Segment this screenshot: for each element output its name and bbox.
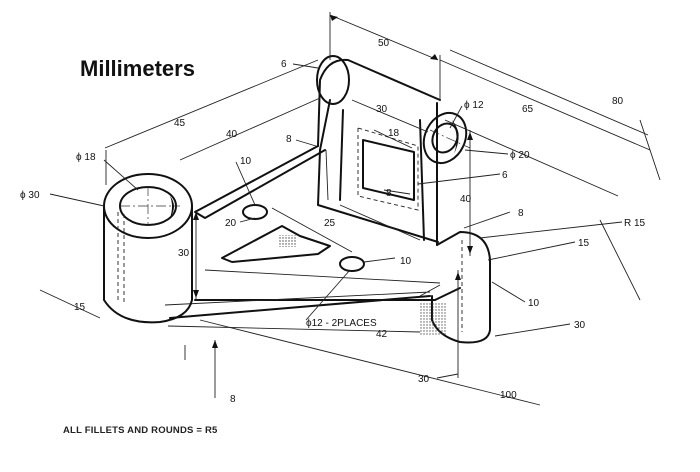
dim-30-cylinder: 30 <box>178 248 190 259</box>
dim-6-mid: 6 <box>502 170 508 181</box>
triangular-opening <box>221 225 331 263</box>
fillets-note: ALL FILLETS AND ROUNDS = R5 <box>63 425 218 436</box>
slot-outline <box>357 127 419 211</box>
dimension-labels: 50 80 6 30 65 45 40 18 8 ϕ 12 ϕ 20 ϕ 18 … <box>20 38 646 405</box>
dim-30-bottom: 30 <box>418 374 430 385</box>
slot <box>362 139 415 201</box>
dim-10-c: 10 <box>528 298 540 309</box>
dim-42: 42 <box>376 329 388 340</box>
part-body <box>103 55 491 344</box>
dim-10-a: 10 <box>240 156 252 167</box>
dim-r15: R 15 <box>624 218 646 229</box>
base-plate-top-edge <box>194 145 326 219</box>
dim-20: 20 <box>225 218 237 229</box>
dim-8-b: 8 <box>386 188 392 199</box>
cylinder-shading <box>117 212 125 302</box>
dim-80: 80 <box>612 96 624 107</box>
dim-10-b: 10 <box>400 256 412 267</box>
dim-45: 45 <box>174 118 186 129</box>
dim-100: 100 <box>500 390 517 401</box>
dim-65: 65 <box>522 104 534 115</box>
dim-phi-12: ϕ 12 <box>464 100 484 111</box>
dim-phi-20: ϕ 20 <box>510 150 530 161</box>
dim-18: 18 <box>388 128 400 139</box>
opening-hatch <box>278 235 296 247</box>
base-plate-side-lines <box>164 269 441 306</box>
dimension-lines <box>39 12 661 406</box>
dim-25: 25 <box>324 218 336 229</box>
dim-phi-12-2-places: ϕ12 - 2PLACES <box>306 318 377 329</box>
dim-40-right: 40 <box>460 194 472 205</box>
right-lug <box>420 231 491 344</box>
dim-15-right: 15 <box>578 238 590 249</box>
hole-2 <box>339 256 365 272</box>
dim-phi-30: ϕ 30 <box>20 190 40 201</box>
arrowheads <box>193 15 473 348</box>
dim-8-c: 8 <box>518 208 524 219</box>
dim-30-top: 30 <box>376 104 388 115</box>
upright-support <box>316 55 441 246</box>
dim-8-bottom: 8 <box>230 394 236 405</box>
dim-50: 50 <box>378 38 390 49</box>
dim-phi-18: ϕ 18 <box>76 152 96 163</box>
dim-30-right: 30 <box>574 320 586 331</box>
upper-boss <box>422 111 471 165</box>
dim-15-left: 15 <box>74 302 86 313</box>
hole-1 <box>242 204 268 220</box>
dim-40-left: 40 <box>226 129 238 140</box>
units-title: Millimeters <box>80 56 195 81</box>
dim-8-a: 8 <box>286 134 292 145</box>
dim-6-top: 6 <box>281 59 287 70</box>
